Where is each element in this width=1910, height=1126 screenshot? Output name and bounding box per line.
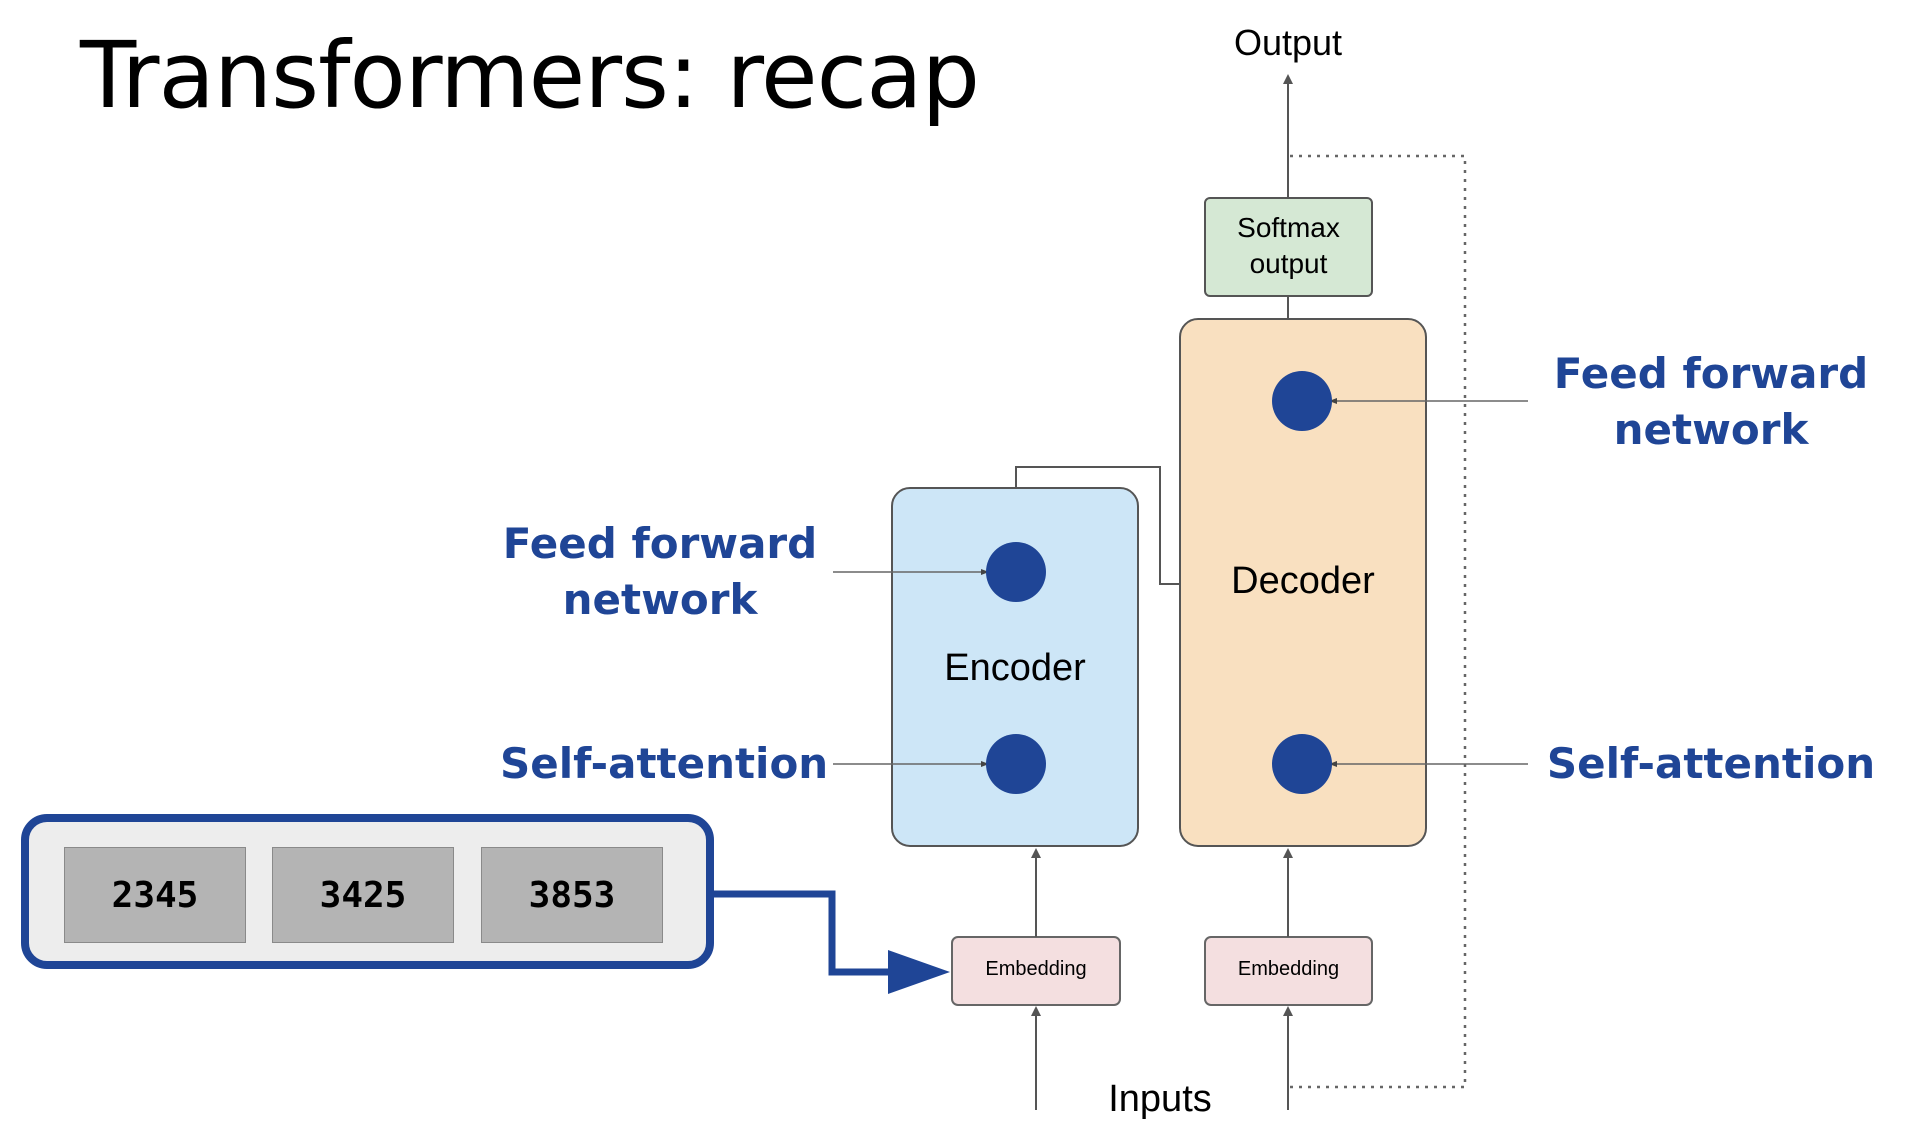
token-value: 3853 (528, 874, 616, 916)
left-ffn-line1: Feed forward (502, 519, 818, 568)
decoder-ffn-node (1272, 371, 1332, 431)
left-ffn-line2: network (562, 575, 758, 624)
output-label: Output (1233, 22, 1343, 63)
left-attention-callout: Self-attention (500, 739, 829, 788)
encoder-box (891, 487, 1139, 847)
right-ffn-line1: Feed forward (1553, 349, 1869, 398)
encoder-label: Encoder (944, 647, 1086, 689)
slide-title: Transformers: recap (80, 22, 980, 129)
decoder-label: Decoder (1231, 560, 1375, 602)
token-value: 3425 (319, 874, 407, 916)
decoder-box (1179, 318, 1427, 847)
softmax-label: Softmax output (1205, 210, 1372, 282)
encoder-ffn-node (986, 542, 1046, 602)
right-ffn-callout: Feed forward network (1546, 346, 1876, 458)
right-ffn-line2: network (1613, 405, 1809, 454)
softmax-label-line2: output (1249, 248, 1328, 279)
token-box: 3425 (272, 847, 454, 943)
token-box: 2345 (64, 847, 246, 943)
token-box: 3853 (481, 847, 663, 943)
right-attention-callout: Self-attention (1546, 739, 1876, 788)
encoder-to-decoder-connector (1015, 466, 1180, 585)
tokens-to-embedding-arrow (712, 890, 900, 976)
left-ffn-callout: Feed forward network (500, 516, 820, 628)
softmax-box (1204, 197, 1373, 297)
token-value: 2345 (111, 874, 199, 916)
inputs-label: Inputs (1108, 1078, 1212, 1120)
softmax-label-line1: Softmax (1237, 212, 1340, 243)
embedding-label-right: Embedding (1237, 958, 1340, 980)
decoder-attention-node (1272, 734, 1332, 794)
encoder-attention-node (986, 734, 1046, 794)
embedding-label-left: Embedding (985, 958, 1087, 980)
feedback-loop-dotted (1290, 154, 1467, 1089)
tokens-to-embedding-arrowhead (888, 950, 950, 994)
